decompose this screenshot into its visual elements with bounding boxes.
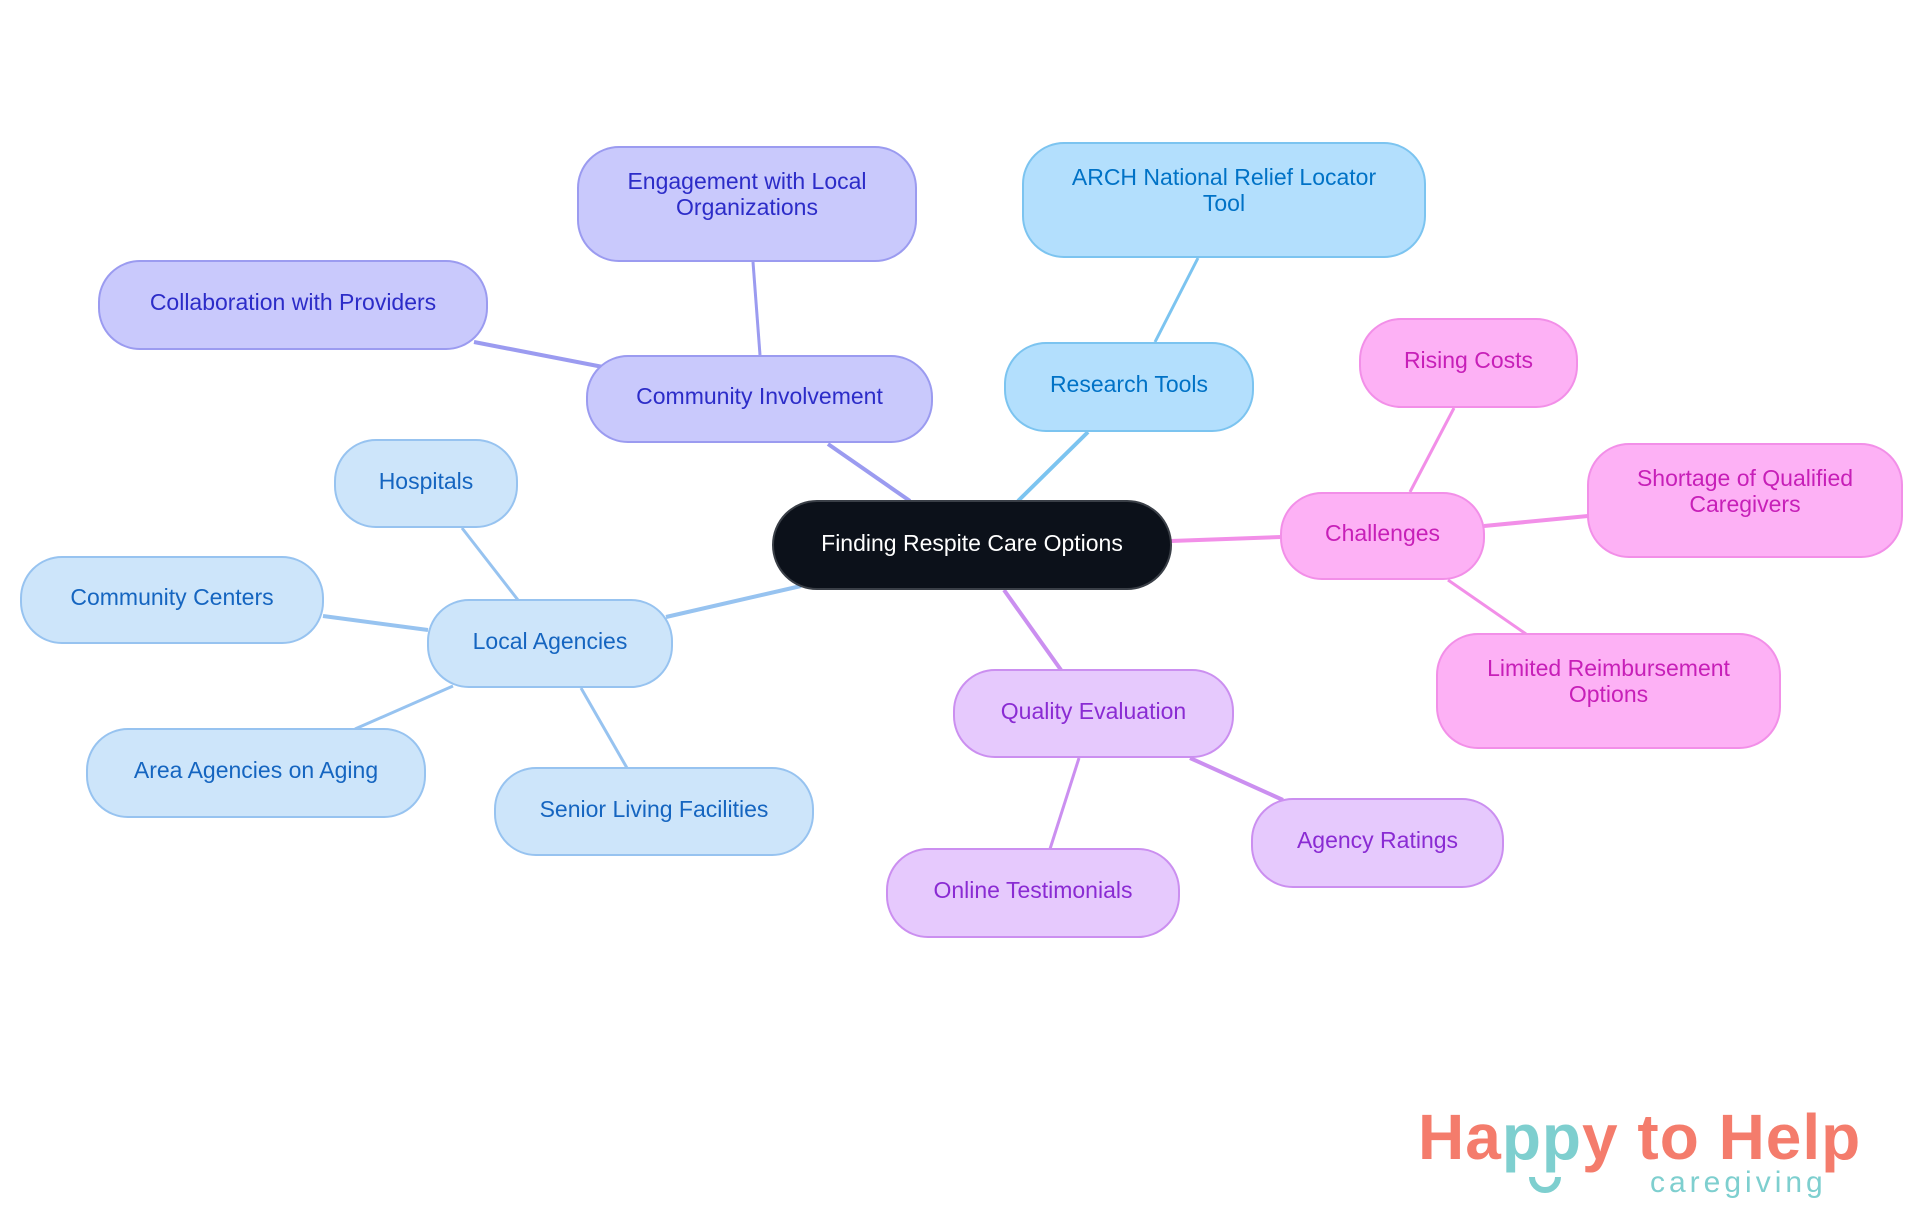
edge-area-agencies-local — [354, 684, 454, 731]
node-collaboration-with-providers[interactable]: Collaboration with Providers — [98, 260, 488, 350]
node-label: Finding Respite Care Options — [821, 530, 1123, 556]
node-label: Challenges — [1324, 520, 1441, 546]
node-shortage-of-qualified-caregivers[interactable]: Shortage of Qualified Caregivers — [1587, 443, 1903, 558]
node-label: Quality Evaluation — [1000, 697, 1187, 724]
edge-agency-ratings-quality — [1189, 756, 1284, 802]
edge-arch-research — [1153, 257, 1200, 343]
node-local-agencies[interactable]: Local Agencies — [427, 599, 673, 688]
edge-shortage-challenges — [1483, 514, 1589, 528]
node-area-agencies-on-aging[interactable]: Area Agencies on Aging — [86, 728, 426, 818]
node-arch-national-relief-locator-tool[interactable]: ARCH National Relief Locator Tool — [1022, 142, 1426, 258]
node-label: Local Agencies — [472, 627, 628, 654]
node-agency-ratings[interactable]: Agency Ratings — [1251, 798, 1504, 888]
edge-quality-center — [1002, 588, 1063, 672]
edge-hospitals-local — [460, 527, 520, 601]
edge-challenges-center — [1170, 535, 1282, 543]
node-label: Collaboration with Providers — [149, 289, 437, 315]
node-label: Community Centers — [70, 584, 274, 610]
edge-limited-challenges — [1447, 578, 1527, 636]
node-senior-living-facilities[interactable]: Senior Living Facilities — [494, 767, 814, 856]
edge-local-center — [665, 584, 802, 619]
edge-online-testimonials-quality — [1048, 757, 1081, 850]
node-label: Online Testimonials — [933, 877, 1133, 903]
smile-icon — [1529, 1176, 1561, 1193]
edge-community-centers-local — [322, 614, 429, 632]
edge-senior-living-local — [579, 687, 629, 769]
node-label: Research Tools — [1049, 371, 1209, 397]
node-research-tools[interactable]: Research Tools — [1004, 342, 1254, 432]
node-quality-evaluation[interactable]: Quality Evaluation — [953, 669, 1234, 758]
edge-community-center — [826, 442, 912, 503]
node-challenges[interactable]: Challenges — [1280, 492, 1485, 580]
node-rising-costs[interactable]: Rising Costs — [1359, 318, 1578, 408]
node-label: Rising Costs — [1403, 347, 1534, 373]
logo-text-part2: pp — [1501, 1101, 1582, 1173]
happy-to-help-logo: Happy to Help caregiving — [1418, 1100, 1888, 1210]
node-community-centers[interactable]: Community Centers — [20, 556, 324, 644]
node-limited-reimbursement-options[interactable]: Limited Reimbursement Options — [1436, 633, 1781, 749]
node-label: Hospitals — [378, 467, 474, 494]
edge-engagement-community — [751, 261, 762, 356]
logo-wordmark: Happy to Help — [1418, 1100, 1861, 1174]
node-label: Senior Living Facilities — [539, 795, 769, 822]
node-label: Shortage of Qualified Caregivers — [1636, 464, 1854, 517]
node-label: Limited Reimbursement Options — [1487, 655, 1730, 707]
node-label: Engagement with Local Organizations — [627, 168, 867, 220]
node-label: Community Involvement — [636, 383, 883, 409]
logo-text-part1: Ha — [1418, 1101, 1502, 1173]
edge-research-center — [1016, 430, 1090, 503]
logo-text-part3: y to Help — [1582, 1101, 1862, 1173]
node-community-involvement[interactable]: Community Involvement — [586, 355, 933, 443]
node-online-testimonials[interactable]: Online Testimonials — [886, 848, 1180, 938]
node-hospitals[interactable]: Hospitals — [334, 439, 518, 528]
edge-collaboration-community — [473, 340, 604, 369]
edge-rising-challenges — [1408, 407, 1456, 493]
node-label: ARCH National Relief Locator Tool — [1071, 164, 1377, 216]
node-engagement-with-local-organizations[interactable]: Engagement with Local Organizations — [577, 146, 917, 262]
node-label: Agency Ratings — [1296, 827, 1459, 853]
logo-subtitle: caregiving — [1650, 1166, 1827, 1199]
node-root-finding-respite-care-options[interactable]: Finding Respite Care Options — [772, 500, 1172, 590]
node-label: Area Agencies on Aging — [133, 757, 379, 783]
